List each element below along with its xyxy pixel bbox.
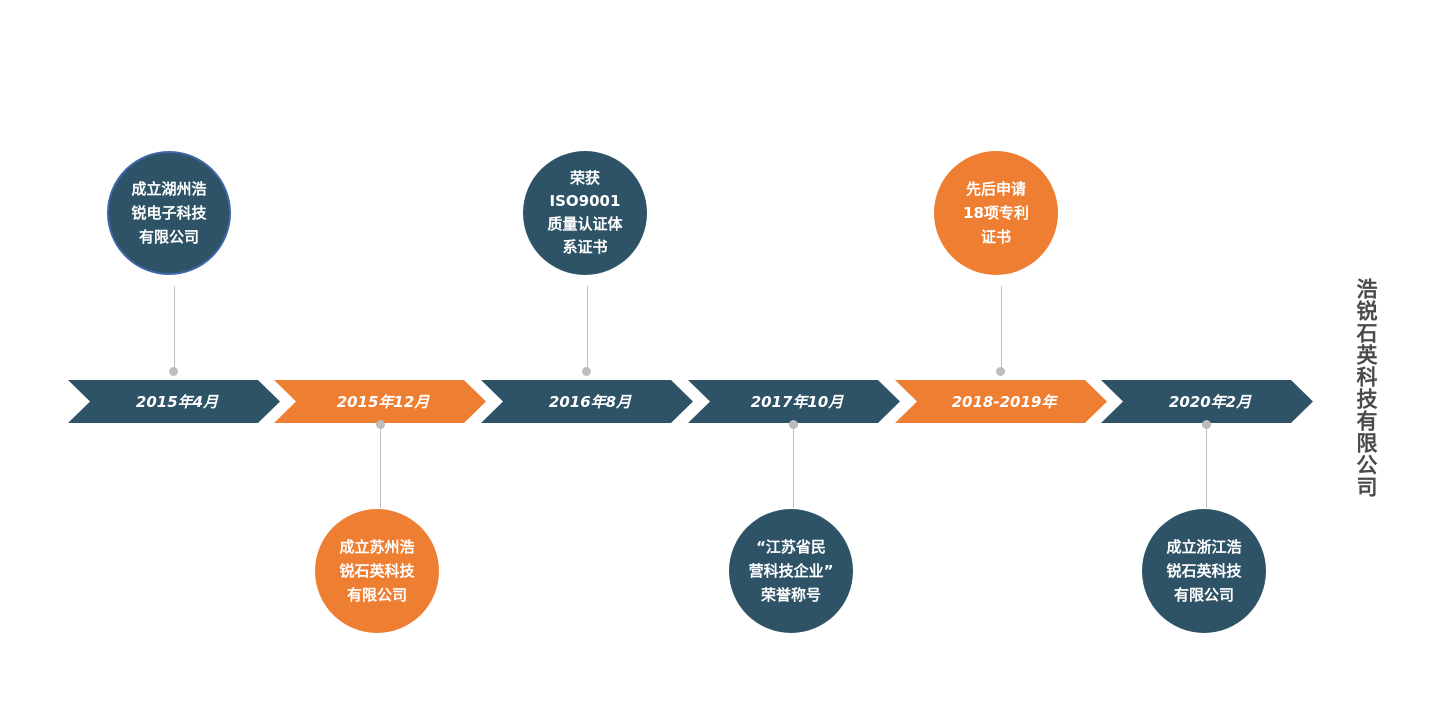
connector-line	[793, 428, 794, 508]
event-text: 先后申请 18项专利 证书	[963, 180, 1029, 246]
connector-dot	[376, 420, 385, 429]
event-bubble-suzhou-founded: 成立苏州浩 锐石英科技 有限公司	[315, 509, 439, 633]
event-text: 荣获 ISO9001 质量认证体 系证书	[547, 169, 623, 256]
event-bubble-iso9001: 荣获 ISO9001 质量认证体 系证书	[523, 151, 647, 275]
connector-dot	[789, 420, 798, 429]
event-bubble-jiangsu-honor: “江苏省民 营科技企业” 荣誉称号	[729, 509, 853, 633]
event-bubble-huzhou-founded: 成立湖州浩 锐电子科技 有限公司	[107, 151, 231, 275]
timeline-date-label: 2017年10月	[750, 393, 844, 411]
connector-dot	[996, 367, 1005, 376]
company-title: 浩锐石英科技有限公司	[1354, 278, 1378, 498]
connector-line	[380, 428, 381, 508]
timeline-segment-2017-oct: 2017年10月	[688, 380, 900, 423]
connector-line	[587, 286, 588, 372]
timeline-date-label: 2020年2月	[1168, 393, 1252, 411]
timeline-segment-2015-dec: 2015年12月	[274, 380, 486, 423]
connector-dot	[582, 367, 591, 376]
timeline-date-label: 2016年8月	[548, 393, 632, 411]
connector-dot	[169, 367, 178, 376]
timeline-segment-2015-apr: 2015年4月	[68, 380, 280, 423]
event-bubble-patents: 先后申请 18项专利 证书	[934, 151, 1058, 275]
timeline-date-label: 2018-2019年	[951, 393, 1057, 411]
connector-line	[174, 286, 175, 372]
event-text: 成立浙江浩 锐石英科技 有限公司	[1166, 538, 1242, 604]
event-bubble-zhejiang-founded: 成立浙江浩 锐石英科技 有限公司	[1142, 509, 1266, 633]
connector-line	[1001, 286, 1002, 372]
timeline-segment-2016-aug: 2016年8月	[481, 380, 693, 423]
event-text: “江苏省民 营科技企业” 荣誉称号	[748, 538, 834, 604]
event-text: 成立苏州浩 锐石英科技 有限公司	[339, 538, 415, 604]
timeline-segment-2018-2019: 2018-2019年	[895, 380, 1107, 423]
connector-dot	[1202, 420, 1211, 429]
timeline-segment-2020-feb: 2020年2月	[1101, 380, 1313, 423]
connector-line	[1206, 428, 1207, 508]
event-text: 成立湖州浩 锐电子科技 有限公司	[131, 180, 207, 246]
timeline-date-label: 2015年12月	[336, 393, 430, 411]
timeline-date-label: 2015年4月	[135, 393, 219, 411]
